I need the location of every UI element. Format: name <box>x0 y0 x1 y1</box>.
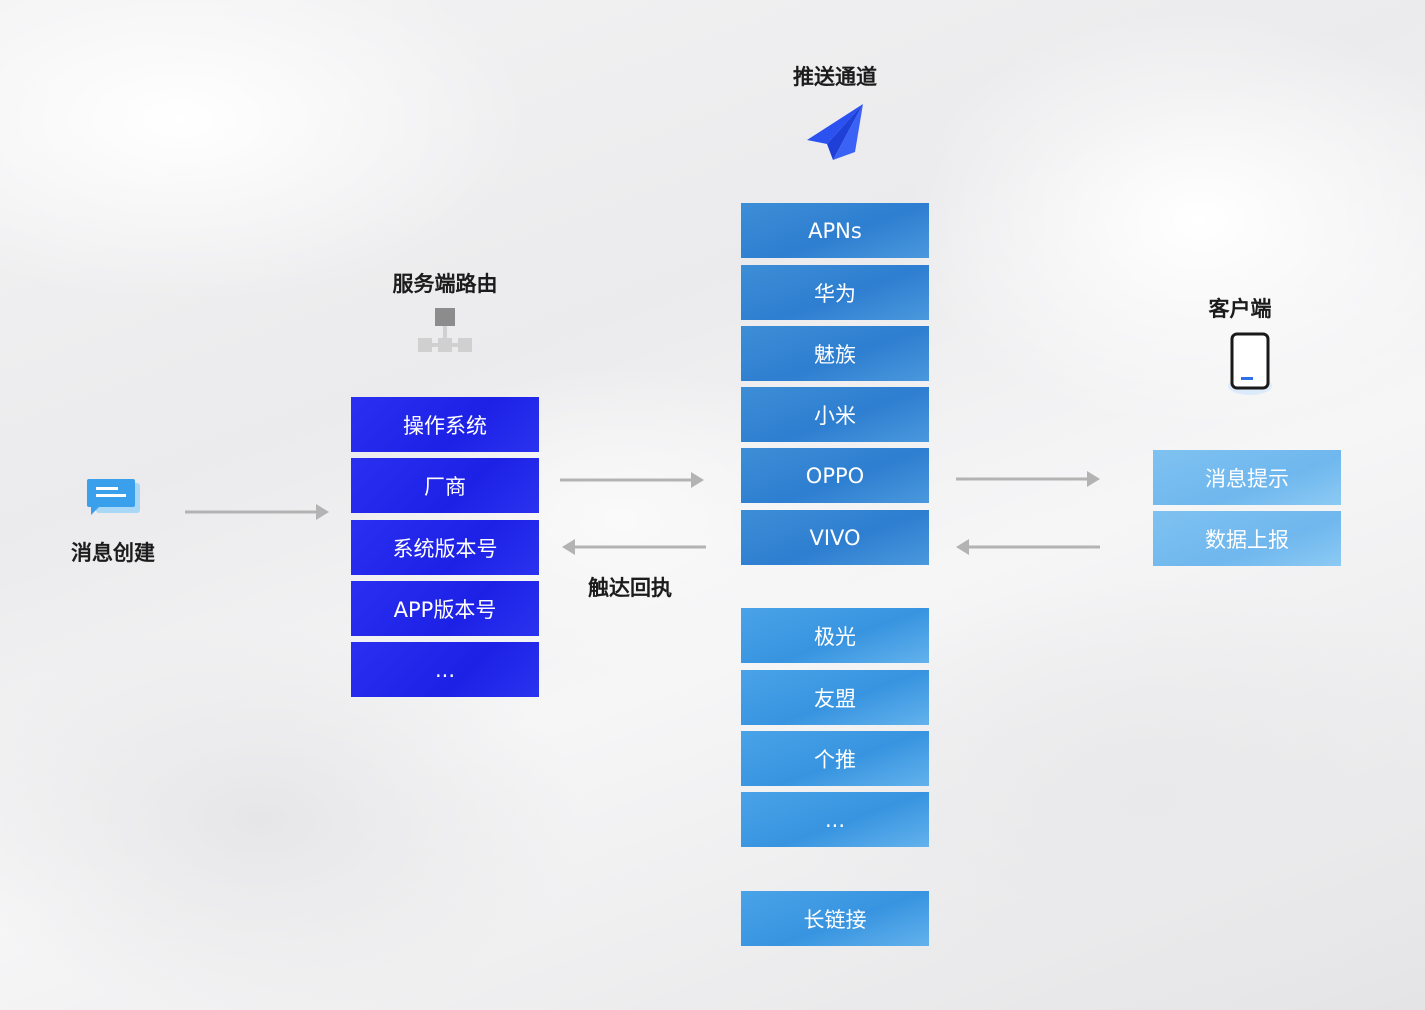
push-item-more: ... <box>741 792 929 847</box>
push-item-apns: APNs <box>741 203 929 258</box>
arrow-client-to-push <box>956 539 1100 555</box>
client-item-notification: 消息提示 <box>1153 450 1341 505</box>
arrow-route-to-push <box>560 472 704 488</box>
push-item-jiguang: 极光 <box>741 608 929 663</box>
chat-message-icon <box>87 479 140 515</box>
client-title: 客户端 <box>1208 297 1272 321</box>
message-create-label: 消息创建 <box>71 541 155 565</box>
push-item-long-link: 长链接 <box>741 891 929 946</box>
mobile-phone-icon <box>1228 332 1272 395</box>
delivery-receipt-label: 触达回执 <box>588 576 672 600</box>
route-item-vendor: 厂商 <box>351 458 539 513</box>
push-item-xiaomi: 小米 <box>741 387 929 442</box>
hierarchy-icon <box>418 308 472 352</box>
push-channel-title: 推送通道 <box>793 65 877 89</box>
paper-plane-icon <box>807 104 863 160</box>
push-item-huawei: 华为 <box>741 265 929 320</box>
server-routing-title: 服务端路由 <box>392 272 498 296</box>
route-item-os: 操作系统 <box>351 397 539 452</box>
client-item-data-report: 数据上报 <box>1153 511 1341 566</box>
push-item-meizu: 魅族 <box>741 326 929 381</box>
push-item-getui: 个推 <box>741 731 929 786</box>
push-item-umeng: 友盟 <box>741 670 929 725</box>
route-item-os-version: 系统版本号 <box>351 520 539 575</box>
arrow-create-to-route <box>185 504 329 520</box>
push-item-oppo: OPPO <box>741 448 929 503</box>
route-item-more: ... <box>351 642 539 697</box>
push-item-vivo: VIVO <box>741 510 929 565</box>
arrow-push-to-client <box>956 471 1100 487</box>
arrow-push-to-route <box>562 539 706 555</box>
route-item-app-version: APP版本号 <box>351 581 539 636</box>
